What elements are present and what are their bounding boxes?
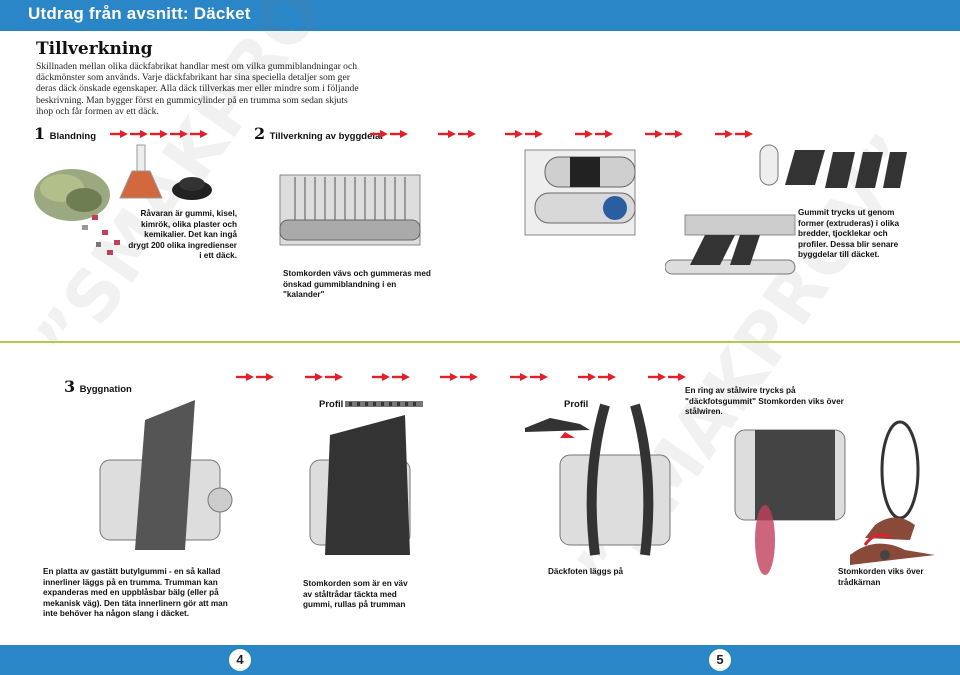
- intro-text: Skillnaden mellan olika däckfabrikat han…: [36, 61, 359, 117]
- step-1-caption: Råvaran är gummi, kisel, kimrök, olika p…: [128, 209, 237, 260]
- rollers-illustration: [524, 149, 636, 236]
- bead-profile-icon: [525, 418, 590, 438]
- carbon-black-icon: [172, 177, 212, 200]
- page-number-right: 5: [709, 649, 731, 671]
- step-1-heading: 1 Blandning: [34, 124, 96, 144]
- header-title: Utdrag från avsnitt: Däcket: [28, 4, 251, 23]
- step-2-number: 2: [254, 124, 266, 143]
- step-3-caption-ring: En ring av stålwire trycks på "däckfotsg…: [685, 386, 844, 416]
- step-2-caption-calander: Stomkorden vävs och gummeras med önskad …: [283, 269, 431, 299]
- step-2-heading: 2 Tillverkning av byggdelar: [254, 124, 384, 144]
- section-divider: [0, 341, 960, 343]
- arrow-icon: [236, 373, 686, 381]
- drum-bead-illustration: [559, 403, 671, 556]
- profile-strip-icon: [345, 401, 423, 407]
- step-3-heading: 3 Byggnation: [64, 377, 132, 397]
- arrow-icon: [110, 130, 208, 138]
- extruder-illustration: [665, 214, 796, 275]
- drum-ring-illustration: [734, 420, 920, 575]
- header-bar: Utdrag från avsnitt: Däcket: [0, 0, 960, 31]
- granules-icon: [34, 169, 120, 255]
- profile-label-2: Profil: [564, 399, 589, 410]
- drum-innerliner-illustration: [99, 400, 233, 550]
- mixing-illustration: [34, 144, 212, 255]
- step-1-number: 1: [34, 124, 46, 143]
- step-2-caption-extrude: Gummit trycks ut genom former (extrudera…: [798, 208, 900, 259]
- section-title: Tillverkning: [36, 39, 153, 59]
- profile-label-1: Profil: [319, 399, 344, 410]
- page-number-left: 4: [229, 649, 251, 671]
- flask-icon: [119, 144, 163, 199]
- arrow-icon: [370, 130, 753, 138]
- step-3-caption-bead: Däckfoten läggs på: [548, 567, 624, 576]
- step-1-label: Blandning: [49, 131, 97, 142]
- footer-bar: 4 5: [0, 645, 960, 675]
- profile-strips-illustration: [759, 144, 907, 188]
- fold-over-icon: [850, 533, 935, 565]
- step-2-label: Tillverkning av byggdelar: [269, 131, 384, 142]
- step-3-number: 3: [64, 377, 76, 396]
- calander-illustration: [279, 174, 421, 246]
- drum-cord-illustration: [309, 415, 411, 555]
- step-3-caption-fold: Stomkorden viks över trådkärnan: [838, 567, 924, 587]
- step-3-caption-cord: Stomkorden som är en väv av ståltrådar t…: [303, 579, 408, 609]
- step-3-caption-innerliner: En platta av gastätt butylgummi - en så …: [43, 567, 228, 618]
- step-3-label: Byggnation: [79, 384, 132, 395]
